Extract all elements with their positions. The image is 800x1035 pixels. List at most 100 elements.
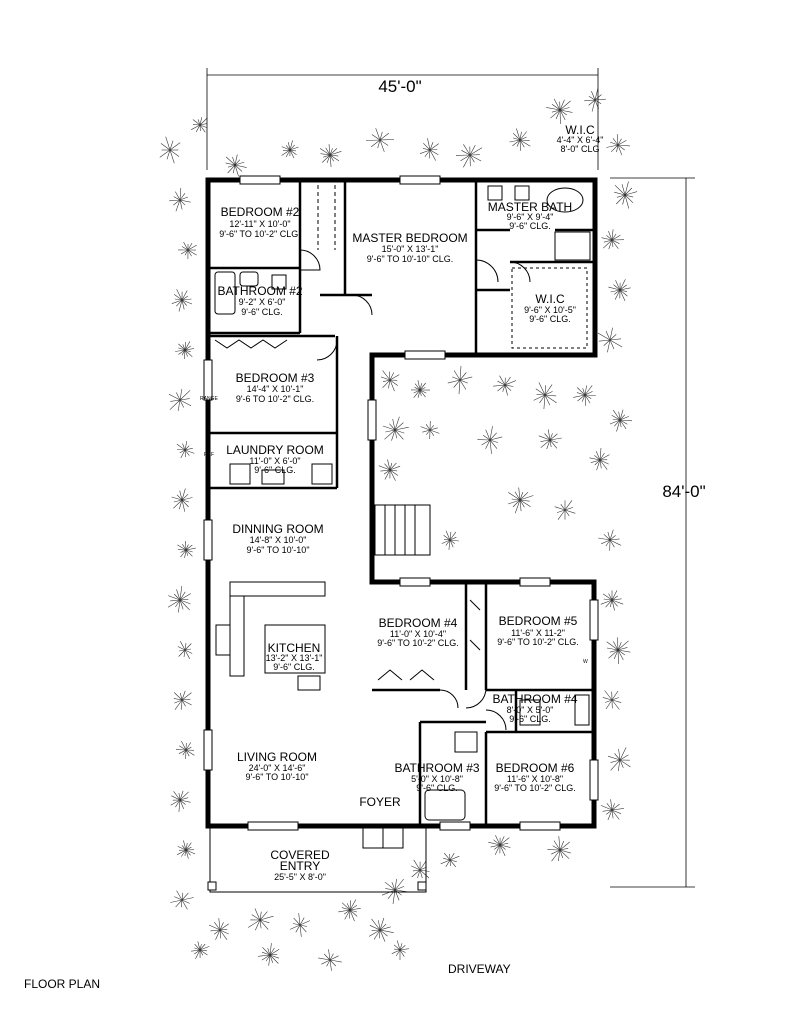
plant-symbol xyxy=(338,899,361,922)
room-bedroom-2: BEDROOM #2 12'-11" X 10'-0" 9'-6" TO 10'… xyxy=(219,205,301,239)
plant-symbol xyxy=(589,447,610,471)
room-size: 12'-11" X 10'-0" xyxy=(229,219,290,229)
plant-symbol xyxy=(602,690,622,710)
room-name: BEDROOM #6 xyxy=(496,761,575,775)
windows xyxy=(203,175,599,831)
plant-symbol xyxy=(318,949,342,971)
room-laundry: LAUNDRY ROOM 11'-0" X 6'-0" 9'-6" CLG. xyxy=(226,443,324,475)
room-name: BEDROOM #2 xyxy=(221,205,300,219)
room-size: 8'-0" X 5'-0" xyxy=(507,705,554,715)
room-ceiling: 9'-6" TO 10'-10" CLG. xyxy=(367,254,454,264)
room-ceiling: 9'-6" CLG. xyxy=(509,221,550,231)
room-ceiling: 9'-6" TO 10'-2" CLG. xyxy=(377,638,459,648)
plant-symbol xyxy=(177,840,196,859)
room-name: MASTER BEDROOM xyxy=(352,231,467,245)
plant-symbol xyxy=(170,790,191,813)
room-name: DINNING ROOM xyxy=(232,522,323,536)
room-ceiling: 9'-6" TO 10'-2" CLG. xyxy=(494,783,576,793)
room-ceiling: 9'-6 TO 10'-2" CLG. xyxy=(236,394,314,404)
plant-symbol xyxy=(573,385,596,406)
room-size: 24'-0" X 14'-6" xyxy=(249,763,306,773)
room-bathroom-3: BATHROOM #3 5'-0" X 10'-8" 9'-6" CLG. xyxy=(394,761,479,793)
plant-symbol xyxy=(281,140,299,159)
plant-symbol xyxy=(208,918,229,940)
plant-symbol xyxy=(381,878,408,904)
plant-symbol xyxy=(171,488,193,512)
plant-symbol xyxy=(382,416,409,441)
plant-symbol xyxy=(411,859,430,879)
plant-symbol xyxy=(225,154,247,177)
room-ceiling: 9'-6" TO 10'-10" xyxy=(246,545,309,555)
plant-symbol xyxy=(289,913,311,937)
plant-symbol xyxy=(420,420,440,440)
room-ceiling: 9'-6" TO 10'-2" CLG. xyxy=(497,637,579,647)
plant-symbol xyxy=(447,365,473,395)
room-size: 9'-6" X 9'-4" xyxy=(507,212,554,222)
room-name: BATHROOM #3 xyxy=(394,761,479,775)
room-name: BATHROOM #2 xyxy=(217,284,302,298)
plant-symbol xyxy=(554,500,576,520)
room-kitchen: KITCHEN 13'-2" X 13'-1" 9'-6" CLG. xyxy=(266,641,323,672)
fixtures xyxy=(214,185,591,821)
room-name: KITCHEN xyxy=(268,641,321,655)
room-size: 11'-6" X 10'-8" xyxy=(507,774,563,784)
room-size: 13'-2" X 13'-1" xyxy=(266,653,323,663)
room-size: 9'-2" X 6'-0" xyxy=(239,297,286,307)
width-dimension-label: 45'-0" xyxy=(378,77,421,96)
plant-symbol xyxy=(391,940,409,960)
interior-walls xyxy=(208,180,595,826)
room-size: 14'-4" X 10'-1" xyxy=(247,384,304,394)
plant-symbol xyxy=(441,530,459,550)
plant-symbol xyxy=(477,426,503,454)
plant-symbol xyxy=(509,128,531,151)
room-ceiling: 9'-6" CLG. xyxy=(254,465,295,475)
room-name: BATHROOM #4 xyxy=(492,692,577,706)
room-bathroom-4: BATHROOM #4 8'-0" X 5'-0" 9'-6" CLG. xyxy=(492,692,577,724)
exterior-walls xyxy=(205,177,598,829)
room-ceiling: 9'-6" CLG. xyxy=(509,714,550,724)
room-ceiling: 9'-6" CLG. xyxy=(241,307,282,317)
plant-symbol xyxy=(159,136,181,164)
w-label: W xyxy=(583,659,588,665)
room-master-bedroom: MASTER BEDROOM 15'-0" X 13'-1" 9'-6" TO … xyxy=(352,231,467,264)
room-name: W.I.C xyxy=(565,123,595,137)
plant-symbol xyxy=(176,441,195,459)
plant-symbol xyxy=(170,890,194,910)
closets xyxy=(214,185,588,681)
plant-symbol xyxy=(440,852,460,868)
driveway-caption: DRIVEWAY xyxy=(448,962,511,976)
plant-symbol xyxy=(533,382,557,410)
room-master-bath: MASTER BATH 9'-6" X 9'-4" 9'-6" CLG. xyxy=(488,200,572,231)
plant-symbol xyxy=(177,641,193,659)
plant-symbol xyxy=(258,943,280,966)
plant-symbol xyxy=(601,229,625,250)
plant-symbol xyxy=(175,740,195,760)
room-bathroom-2: BATHROOM #2 9'-2" X 6'-0" 9'-6" CLG. xyxy=(217,284,302,317)
plant-symbol xyxy=(584,88,606,112)
plant-symbol xyxy=(378,459,401,481)
room-ceiling: 8'-0" CLG xyxy=(561,144,600,154)
plant-symbol xyxy=(538,429,562,450)
plant-symbol xyxy=(169,187,191,212)
room-name: BEDROOM #3 xyxy=(236,371,315,385)
room-name: W.I.C xyxy=(535,292,565,306)
room-ceiling: 9'-6" CLG. xyxy=(529,314,570,324)
plant-symbol xyxy=(191,941,210,960)
plant-symbol xyxy=(167,586,191,613)
room-dining: DINNING ROOM 14'-8" X 10'-0" 9'-6" TO 10… xyxy=(232,522,323,555)
room-bedroom-4: BEDROOM #4 11'-0" X 10'-4" 9'-6" TO 10'-… xyxy=(377,616,459,648)
room-name: LAUNDRY ROOM xyxy=(226,443,324,457)
room-size: 11'-6" X 11-2" xyxy=(511,628,565,638)
plant-symbol xyxy=(614,181,638,209)
room-size: 11'-0" X 10'-4" xyxy=(390,629,446,639)
floor-plan-caption: FLOOR PLAN xyxy=(24,977,100,991)
room-size: 4'-4" X 6'-4" xyxy=(557,135,604,145)
room-bedroom-5: BEDROOM #5 11'-6" X 11-2" 9'-6" TO 10'-2… xyxy=(497,614,579,647)
plant-symbol xyxy=(598,529,621,551)
room-size: 5'-0" X 10'-8" xyxy=(411,774,463,784)
plant-symbol xyxy=(419,138,439,161)
ref-label: REF xyxy=(204,452,214,458)
plant-symbol xyxy=(177,540,196,558)
plant-symbol xyxy=(609,409,633,432)
room-wic-top: W.I.C 4'-4" X 6'-4" 8'-0" CLG xyxy=(557,123,604,154)
